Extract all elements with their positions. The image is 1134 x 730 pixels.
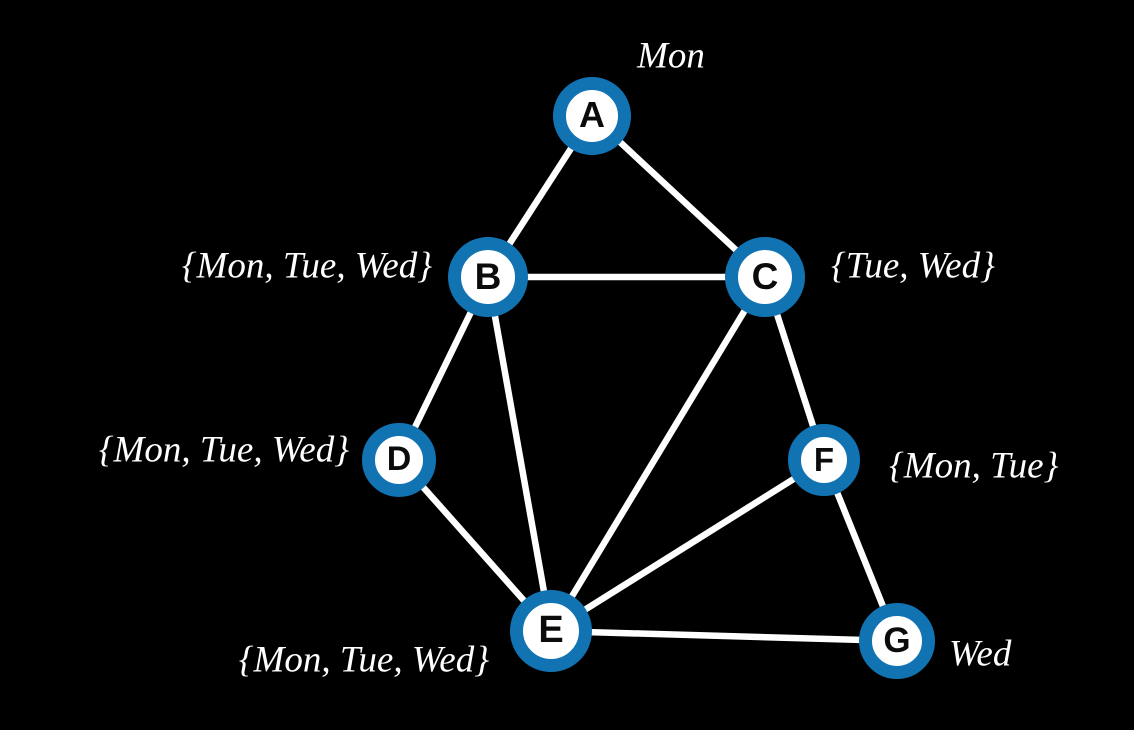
domain-label-G: Wed bbox=[949, 633, 1012, 675]
node-letter-D: D bbox=[386, 440, 412, 478]
node-letter-F: F bbox=[813, 440, 835, 478]
edge-C-E bbox=[547, 273, 769, 635]
node-E: E bbox=[510, 590, 592, 672]
node-F: F bbox=[788, 424, 860, 496]
node-B: B bbox=[448, 237, 528, 317]
node-letter-G: G bbox=[883, 620, 911, 660]
domain-label-F: {Mon, Tue} bbox=[889, 445, 1059, 487]
node-letter-B: B bbox=[474, 255, 502, 297]
domain-label-A: Mon bbox=[637, 35, 705, 77]
node-A: A bbox=[553, 77, 631, 155]
node-C: C bbox=[725, 237, 805, 317]
edge-E-G bbox=[547, 627, 901, 645]
domain-label-C: {Tue, Wed} bbox=[831, 245, 995, 287]
domain-label-B: {Mon, Tue, Wed} bbox=[181, 245, 432, 287]
domain-label-D: {Mon, Tue, Wed} bbox=[98, 429, 349, 471]
node-G: G bbox=[859, 603, 935, 679]
node-letter-E: E bbox=[538, 609, 564, 651]
domain-label-E: {Mon, Tue, Wed} bbox=[238, 639, 489, 681]
node-letter-C: C bbox=[751, 255, 779, 297]
node-letter-A: A bbox=[579, 94, 605, 135]
edge-E-F bbox=[547, 456, 828, 635]
node-D: D bbox=[362, 423, 436, 497]
edge-B-E bbox=[484, 273, 555, 635]
